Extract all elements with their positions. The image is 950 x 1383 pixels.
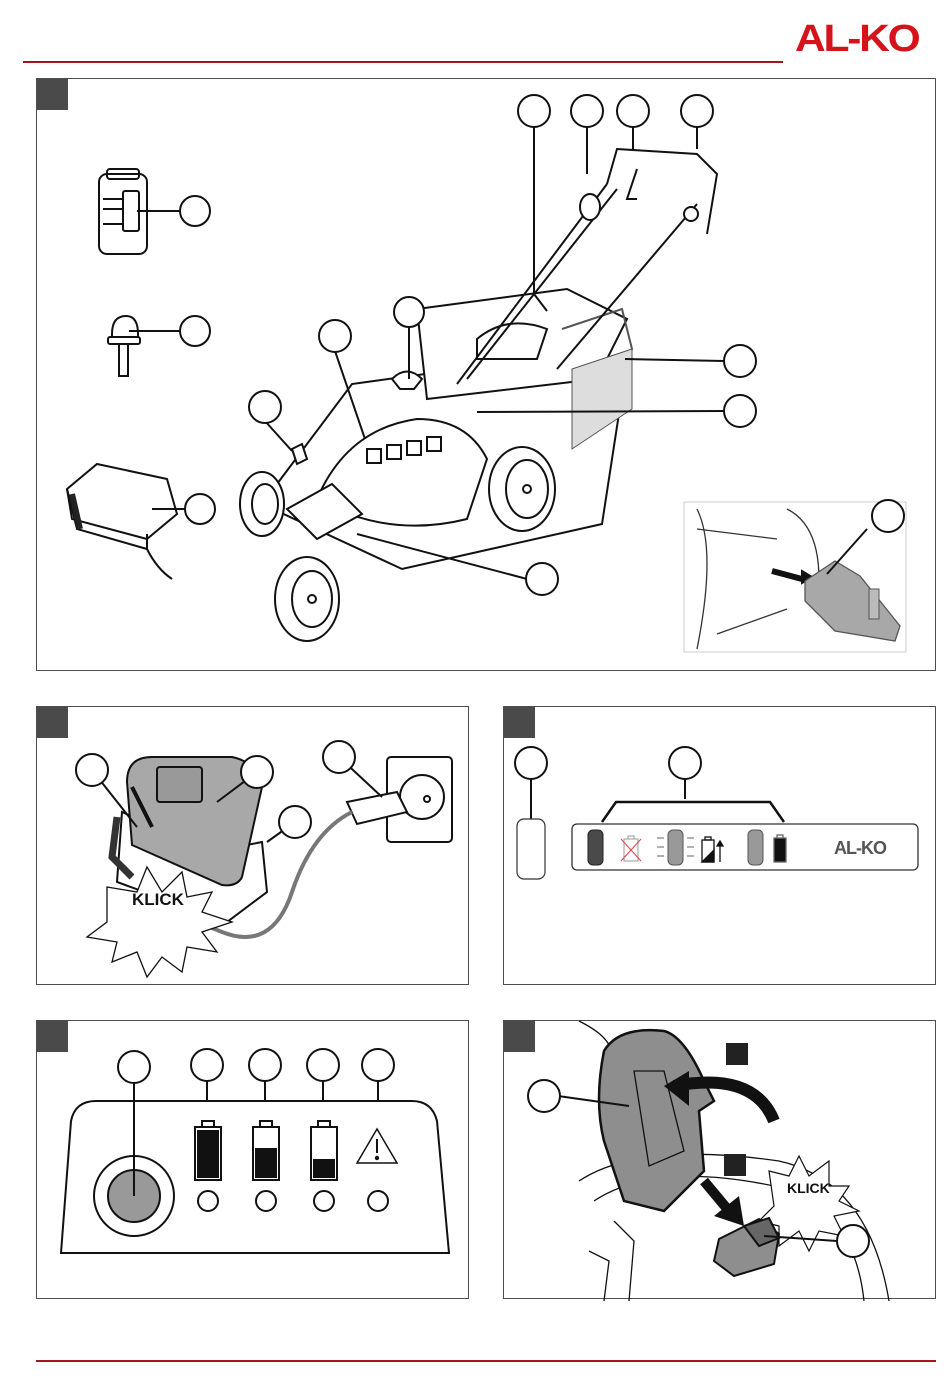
figure-5-panel: KLICK: [503, 1020, 936, 1302]
battery-medium-level-icon: [248, 1048, 282, 1212]
figure-2-panel: KLICK: [36, 706, 469, 985]
led-gray-icon: [747, 829, 764, 866]
figure-1-panel: [36, 78, 936, 671]
battery-low-level-icon: [306, 1048, 340, 1212]
battery-charging-icon: [700, 836, 725, 863]
panel-logo: AL-KO: [834, 838, 887, 858]
callout-circles: [248, 94, 757, 596]
wheel-icon: [239, 471, 285, 537]
led-status-strip: [571, 823, 919, 871]
figure-4-panel: [36, 1020, 469, 1299]
figure-3-panel: AL-KO: [503, 706, 936, 985]
wheel-icon: [488, 446, 556, 532]
lawnmower-icon: [239, 147, 719, 642]
battery-icon: [98, 168, 211, 255]
inset-mulch-plug-illustration: [683, 499, 907, 653]
figure-number-marker: [37, 707, 68, 738]
figure-number-marker: [37, 1021, 68, 1052]
open-arrow-icon: [664, 1071, 780, 1124]
step-2-marker: [724, 1154, 746, 1176]
battery-level-panel: [59, 1048, 451, 1254]
battery-error-icon: [620, 835, 642, 862]
safety-key-icon: [107, 314, 211, 377]
battery-icon: [125, 756, 264, 887]
mower-overview-illustration: [65, 94, 907, 653]
led-indicator-icon: [516, 818, 546, 880]
warning-icon: [355, 1048, 399, 1212]
klick-label: KLICK: [787, 1180, 830, 1196]
figure-number-marker: [37, 79, 68, 110]
brand-logo: AL-KO: [795, 18, 921, 60]
step-1-marker: [726, 1043, 748, 1065]
figure-number-marker: [504, 1021, 535, 1052]
battery-insert-mower-illustration: KLICK: [527, 1020, 890, 1302]
led-dark-icon: [587, 829, 604, 866]
header-rule: [23, 61, 783, 63]
insert-arrow-icon: [700, 1177, 744, 1226]
klick-burst: KLICK: [85, 865, 235, 979]
figure-number-marker: [504, 707, 535, 738]
battery-icon: [712, 1216, 781, 1278]
battery-cover-icon: [597, 1029, 716, 1213]
klick-label: KLICK: [132, 890, 185, 909]
klick-burst: KLICK: [757, 1154, 861, 1253]
charger-led-legend: AL-KO: [514, 746, 919, 880]
charger-insert-illustration: KLICK: [75, 740, 453, 979]
battery-full-level-icon: [190, 1048, 224, 1212]
wheel-icon: [274, 556, 340, 642]
footer-rule: [36, 1360, 936, 1362]
wall-socket-icon: [386, 756, 453, 843]
led-blinking-icon: [657, 829, 694, 866]
charger-icon: [65, 462, 216, 580]
battery-full-icon: [773, 834, 787, 863]
